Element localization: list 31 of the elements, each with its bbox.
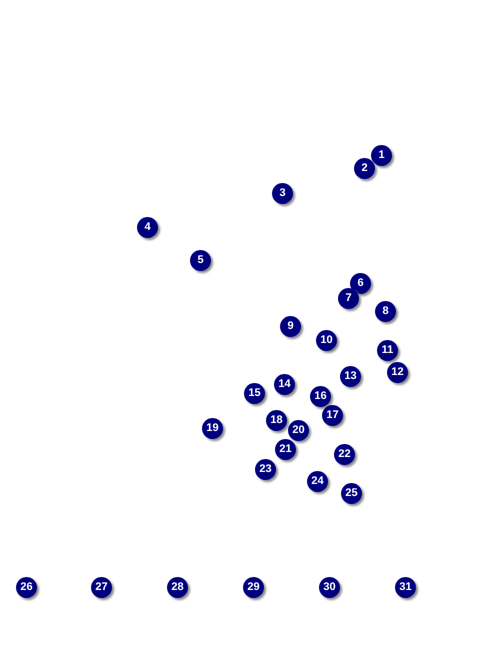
- numbered-marker: 7: [338, 288, 359, 309]
- numbered-marker: 28: [167, 577, 188, 598]
- numbered-marker: 16: [310, 386, 331, 407]
- numbered-marker: 8: [375, 301, 396, 322]
- numbered-marker: 5: [190, 250, 211, 271]
- numbered-marker: 3: [272, 183, 293, 204]
- numbered-marker: 10: [316, 330, 337, 351]
- numbered-marker: 23: [255, 459, 276, 480]
- numbered-marker: 29: [243, 577, 264, 598]
- numbered-marker: 12: [387, 362, 408, 383]
- numbered-marker: 22: [334, 444, 355, 465]
- numbered-marker: 6: [350, 273, 371, 294]
- numbered-marker: 13: [340, 366, 361, 387]
- numbered-marker: 19: [202, 418, 223, 439]
- numbered-marker: 1: [371, 145, 392, 166]
- numbered-marker: 21: [275, 439, 296, 460]
- numbered-marker: 31: [395, 577, 416, 598]
- numbered-marker: 26: [16, 577, 37, 598]
- numbered-marker: 24: [307, 471, 328, 492]
- numbered-marker: 20: [288, 420, 309, 441]
- numbered-marker: 9: [280, 316, 301, 337]
- numbered-marker: 27: [91, 577, 112, 598]
- numbered-marker: 2: [354, 158, 375, 179]
- numbered-marker: 11: [377, 340, 398, 361]
- numbered-marker: 15: [244, 383, 265, 404]
- numbered-marker: 4: [137, 217, 158, 238]
- numbered-marker: 30: [319, 577, 340, 598]
- numbered-marker: 25: [341, 483, 362, 504]
- numbered-marker: 17: [322, 405, 343, 426]
- numbered-marker: 18: [266, 410, 287, 431]
- numbered-marker: 14: [274, 374, 295, 395]
